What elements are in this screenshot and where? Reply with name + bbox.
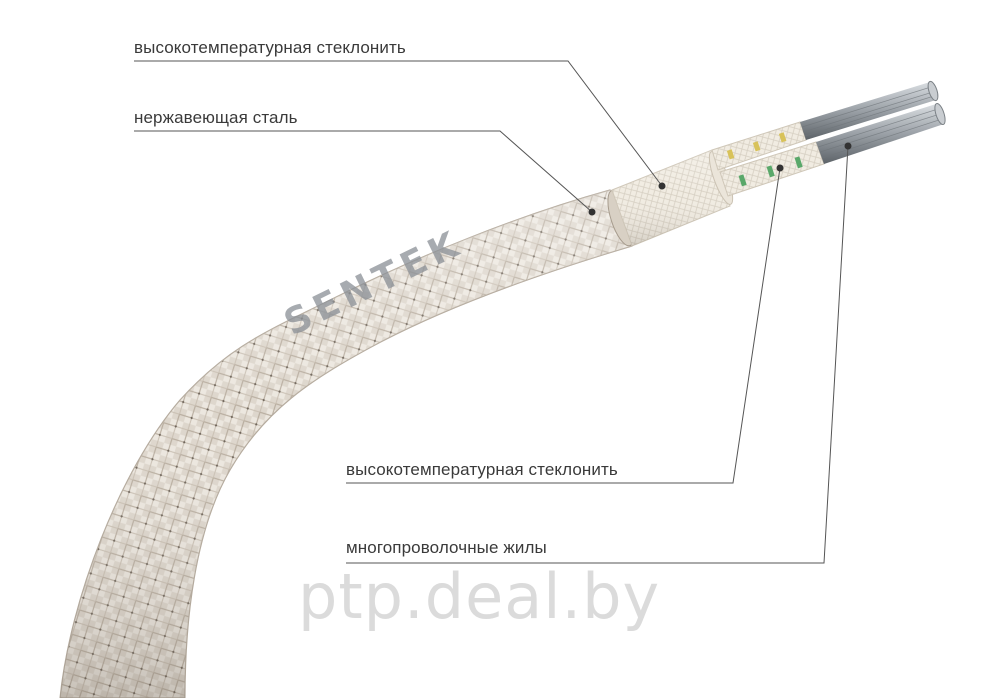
label-inner-glass-fiber: высокотемпературная стеклонить xyxy=(346,460,618,479)
leader-stainless xyxy=(134,130,593,213)
leader-cores xyxy=(346,145,849,564)
watermark: ptp.deal.by xyxy=(298,560,661,633)
green-marker-stripes xyxy=(738,156,803,187)
leader-dots xyxy=(588,142,852,216)
steel-braid-shading xyxy=(60,190,632,698)
yellow-marker-stripes xyxy=(726,132,787,160)
leader-lines xyxy=(134,60,849,564)
label-stranded-cores: многопроволочные жилы xyxy=(346,538,547,557)
label-stainless-steel: нержавеющая сталь xyxy=(134,108,298,127)
leader-inner-glass xyxy=(346,167,781,484)
stranded-cores xyxy=(800,80,946,164)
label-outer-glass-fiber: высокотемпературная стеклонить xyxy=(134,38,406,57)
leader-outer-glass xyxy=(134,60,663,187)
